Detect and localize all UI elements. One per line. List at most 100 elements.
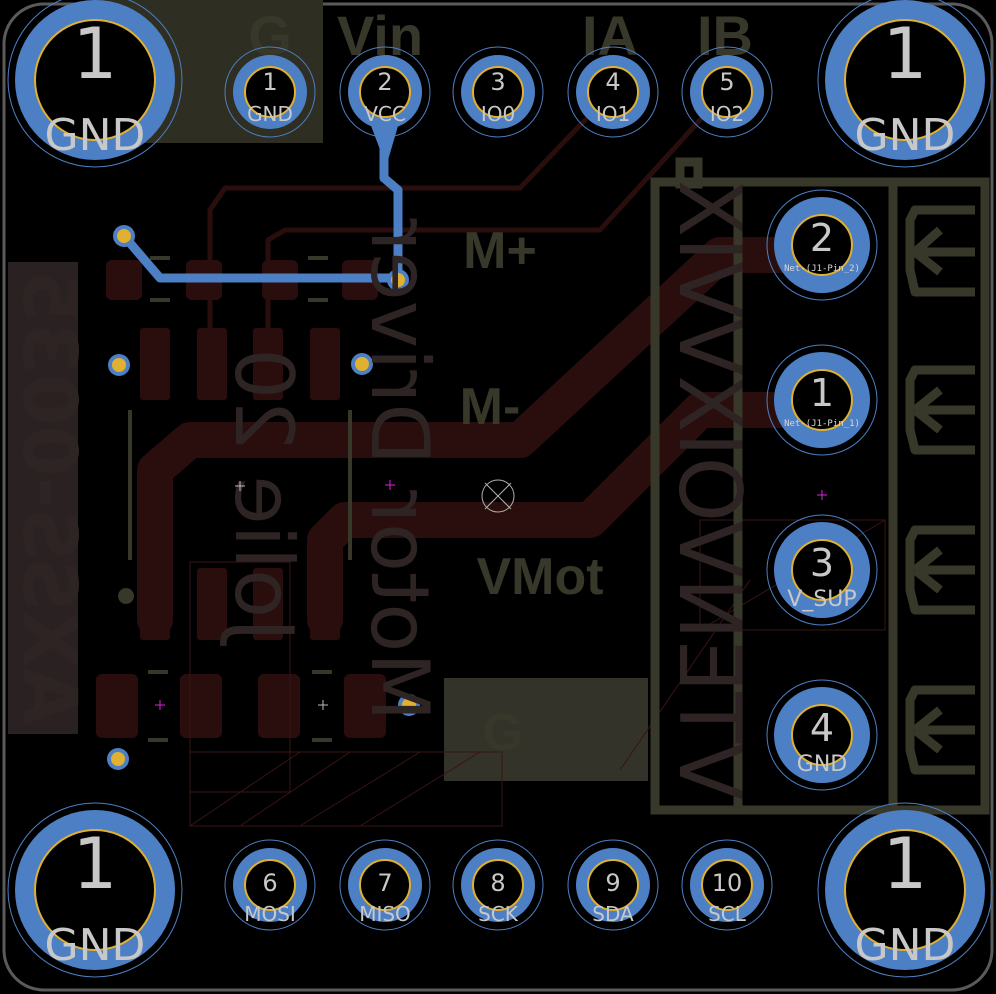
part-number-box [8, 262, 78, 734]
drill-hole [791, 369, 853, 431]
pad-net-name: GND [247, 102, 293, 126]
pad-net-name: V_SUP [787, 587, 856, 612]
pad-net-name: MISO [359, 902, 411, 926]
pad-number: 3 [490, 68, 505, 96]
drill-hole [359, 859, 411, 911]
via [107, 748, 129, 770]
pad-net-name: Net-(J1-Pin_1) [784, 419, 860, 429]
via [108, 354, 130, 376]
pad-number: 10 [712, 869, 743, 897]
drill-hole [359, 66, 411, 118]
terminal-pin[interactable]: 3V_SUP [766, 514, 878, 626]
pad-clearance [7, 0, 183, 168]
drill-hole [844, 829, 966, 951]
pad-number: 9 [605, 869, 620, 897]
via [351, 353, 373, 375]
drill-hole [791, 704, 853, 766]
silk-g-bottom: G [483, 704, 523, 762]
courtyard-lines [189, 519, 886, 827]
silk-box-g [444, 678, 648, 781]
pad-net-name: GND [797, 752, 847, 777]
drill-hole [791, 539, 853, 601]
pad-net-name: MOSI [244, 902, 296, 926]
drill-hole [34, 19, 156, 141]
pad-number: 4 [810, 706, 834, 750]
drill-hole [244, 66, 296, 118]
via [387, 269, 409, 291]
pad-clearance [817, 802, 993, 978]
pad-clearance [681, 839, 773, 931]
pad-clearance [766, 514, 878, 626]
pad-clearance [766, 679, 878, 791]
pin1-marker [118, 588, 134, 604]
silk-m-plus: M+ [463, 222, 537, 280]
pad-clearance [452, 46, 544, 138]
brand-label: VTENVOIXVVIX [659, 180, 759, 800]
drill-hole [587, 66, 639, 118]
via [398, 694, 420, 716]
board-title-label: Motor Driver [353, 219, 446, 722]
pad-net-name: IO0 [481, 102, 515, 126]
pad-clearance [7, 802, 183, 978]
pad-net-name: GND [45, 110, 146, 161]
back-copper-traces [137, 117, 808, 638]
pad-net-name: IO2 [710, 102, 744, 126]
pad-number: 2 [810, 216, 834, 260]
terminal-arrows [905, 205, 975, 775]
pad-number: 8 [490, 869, 505, 897]
pad-number: 1 [73, 13, 118, 95]
pad-clearance [567, 46, 659, 138]
footprint-origin-markers [155, 480, 827, 710]
pad-clearance [339, 839, 431, 931]
via [113, 225, 135, 247]
pad-net-name: SCL [708, 902, 747, 926]
vias [107, 225, 420, 770]
pad-clearance [817, 0, 993, 168]
pad-net-name: GND [45, 920, 146, 971]
footprint-origin-markers-gray [235, 481, 328, 710]
smd-silk-marks [128, 256, 352, 742]
drill-hole [472, 66, 524, 118]
pad-number: 1 [262, 68, 277, 96]
pad-clearance [766, 344, 878, 456]
pad-net-name: SDA [592, 902, 634, 926]
pad-net-name: IO1 [596, 102, 630, 126]
pad-clearance [567, 839, 659, 931]
pad-clearance [224, 46, 316, 138]
silk-m-minus: M- [460, 378, 521, 436]
pad-net-name: Net-(J1-Pin_2) [784, 264, 860, 274]
drill-hole [472, 859, 524, 911]
pad-clearance [681, 46, 773, 138]
pad-net-name: GND [855, 920, 956, 971]
part-number-label: AXSS-0035 [6, 271, 92, 725]
drill-hole [587, 859, 639, 911]
pad-net-name: SCK [478, 902, 519, 926]
silk-vmot: VMot [476, 548, 603, 606]
drill-hole [34, 829, 156, 951]
pad-number: 1 [883, 823, 928, 905]
pad-number: 1 [73, 823, 118, 905]
drill-hole [701, 66, 753, 118]
pad-number: 3 [810, 541, 834, 585]
pad-number: 7 [377, 869, 392, 897]
pad-clearance [452, 839, 544, 931]
drill-hole [791, 214, 853, 276]
